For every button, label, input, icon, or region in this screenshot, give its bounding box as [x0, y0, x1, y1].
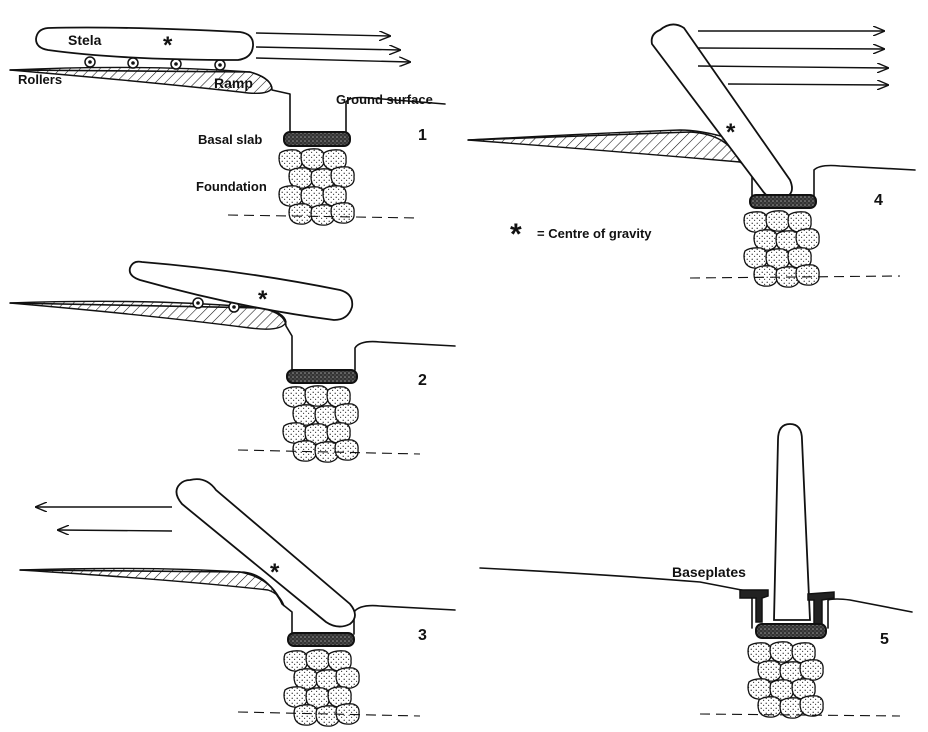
foundation-2 — [283, 386, 358, 462]
step-number-2: 2 — [418, 372, 427, 389]
step-number-1: 1 — [418, 127, 427, 144]
panel-1 — [9, 26, 446, 226]
ground-line-1b — [345, 96, 446, 133]
label-rollers: Rollers — [18, 72, 62, 87]
cog-marker-2: * — [258, 286, 268, 313]
cog-marker-1: * — [163, 32, 173, 59]
rollers-1 — [84, 56, 226, 71]
basal-slab-2 — [286, 369, 358, 384]
label-ground-surface: Ground surface — [336, 92, 433, 107]
stela-2 — [128, 260, 354, 321]
rollers-2 — [192, 297, 240, 313]
ground-line-3 — [19, 569, 293, 635]
ground-line-4b — [813, 164, 916, 197]
label-baseplates: Baseplates — [672, 564, 746, 580]
bedrock-2 — [237, 449, 421, 455]
bedrock-1 — [227, 214, 421, 219]
bedrock-3 — [237, 711, 421, 717]
stela-5 — [773, 423, 811, 621]
ground-line-5 — [479, 567, 753, 629]
panel-4 — [467, 23, 916, 287]
label-stela: Stela — [68, 32, 102, 48]
bedrock-4 — [689, 275, 901, 279]
step-number-3: 3 — [418, 627, 427, 644]
foundation-1 — [279, 149, 354, 225]
label-basal-slab: Basal slab — [198, 132, 262, 147]
foundation-5 — [748, 642, 823, 718]
stela-1 — [35, 26, 254, 61]
ground-line-5b — [827, 598, 913, 629]
ground-line-2b — [354, 340, 456, 371]
baseplate-right — [807, 591, 835, 625]
ground-line-1 — [9, 69, 291, 133]
step-number-4: 4 — [874, 192, 883, 209]
legend-text: = Centre of gravity — [537, 226, 652, 241]
stela-3 — [175, 478, 356, 628]
panel-2 — [9, 260, 456, 463]
basal-slab-3 — [287, 632, 355, 647]
cog-marker-4: * — [726, 119, 736, 146]
label-foundation: Foundation — [196, 179, 267, 194]
ground-line-3b — [353, 604, 456, 635]
bedrock-5 — [699, 713, 901, 717]
panel-3 — [19, 478, 456, 726]
baseplate-left — [739, 589, 769, 623]
legend-symbol: * — [510, 218, 522, 251]
basal-slab-4 — [749, 194, 817, 209]
panel-5 — [479, 423, 913, 718]
foundation-3 — [284, 650, 359, 726]
ramp-3 — [19, 567, 285, 607]
step-number-5: 5 — [880, 631, 889, 648]
basal-slab-5 — [755, 623, 827, 639]
stela-4 — [650, 23, 793, 200]
cog-marker-3: * — [270, 559, 280, 586]
basal-slab-1 — [283, 131, 351, 147]
label-ramp: Ramp — [214, 75, 253, 91]
foundation-4 — [744, 211, 819, 287]
